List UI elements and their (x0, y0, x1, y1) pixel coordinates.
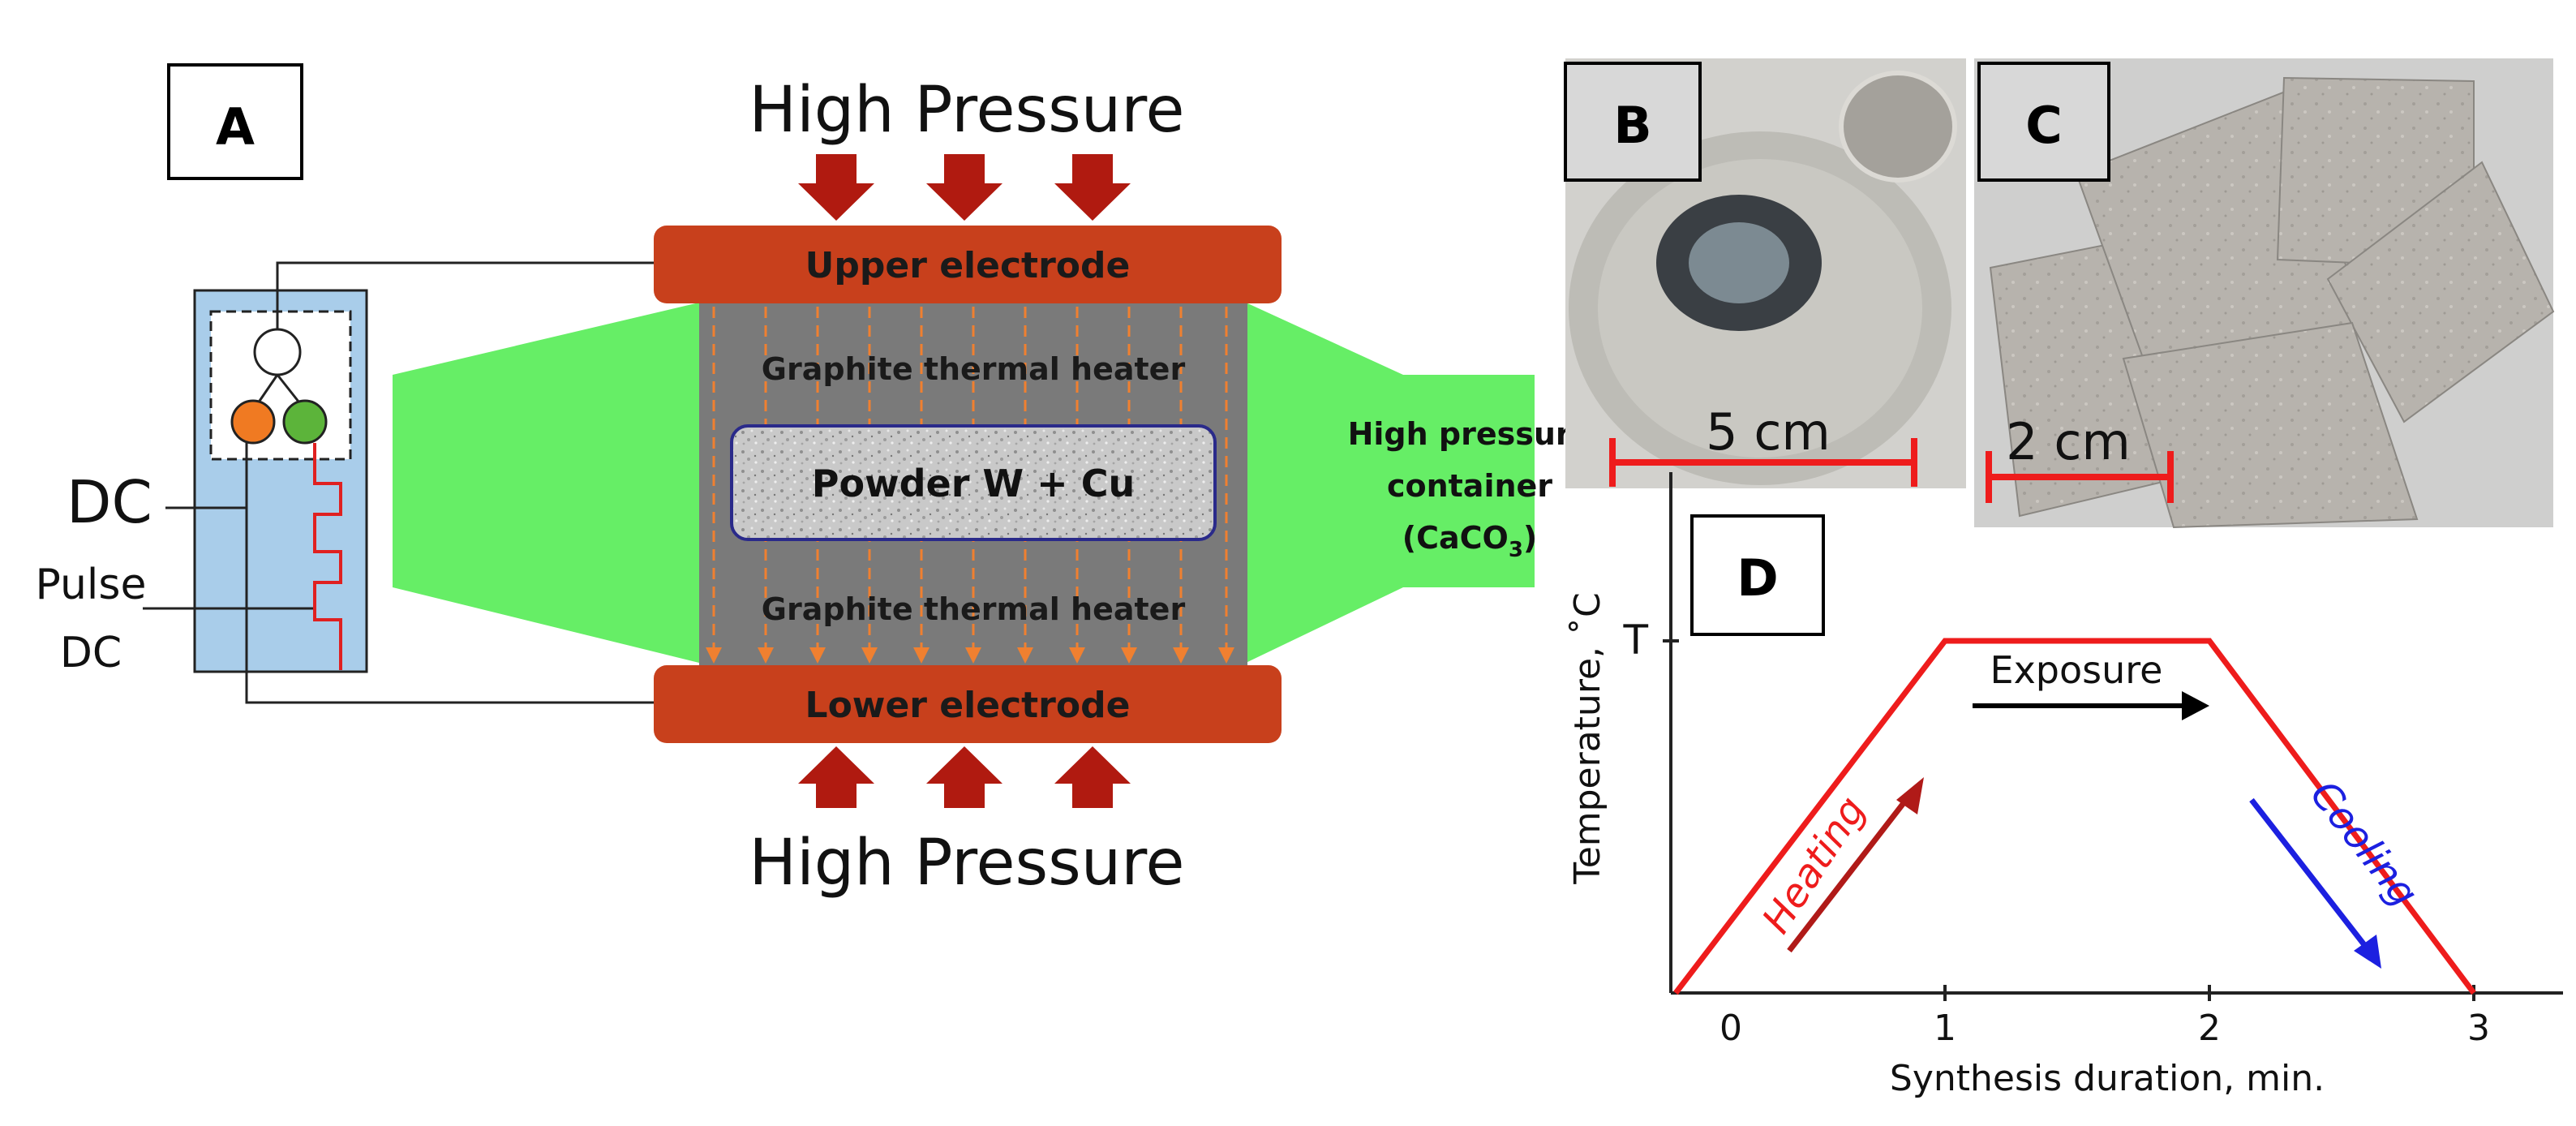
sintered-disk (1839, 71, 1957, 183)
dc-label: DC (67, 468, 152, 536)
panel-c: C 2 cm (1974, 58, 2555, 529)
flow-arrowheads (706, 647, 1234, 664)
tick-1: 1 (1934, 1008, 1956, 1049)
tick-2: 2 (2198, 1008, 2221, 1049)
dc-node (230, 399, 276, 445)
panel-a: A (36, 63, 1592, 900)
powder-sample (730, 424, 1217, 541)
exposure-arrowhead (2182, 691, 2209, 720)
pulse-node (282, 399, 328, 445)
tick-0: 0 (1719, 1008, 1742, 1049)
x-axis-label: Synthesis duration, min. (1890, 1058, 2325, 1099)
scale-label-c: 2 cm (2006, 412, 2131, 471)
panel-d: D T 0 1 2 3 Synthesis duration, min. Tem… (1567, 472, 2563, 1099)
panel-a-label-box (167, 63, 303, 180)
cooling-label: Cooling (2301, 772, 2427, 915)
dc-wire (245, 443, 654, 704)
temperature-profile (1673, 638, 2476, 995)
heating-arrowhead (1896, 777, 1924, 814)
tick-3: 3 (2467, 1008, 2490, 1049)
panel-b: B 5 cm (1564, 58, 1966, 488)
top-pressure-label: High Pressure (749, 74, 1184, 147)
panel-a-label: A (216, 97, 255, 157)
pressure-arrows-top (798, 154, 1131, 221)
container-label-line3: (CaCO3) (1402, 520, 1538, 562)
pulse-label-line2: DC (60, 629, 122, 677)
container-label-line1: High pressure (1348, 416, 1592, 452)
metal-plate-4 (2326, 161, 2555, 423)
pressure-arrows-bottom (798, 746, 1131, 808)
pulse-wire (313, 443, 342, 670)
powder-label: Powder W + Cu (812, 462, 1135, 505)
panel-c-label: C (2025, 96, 2063, 155)
top-wire (276, 261, 654, 329)
container-label-line2: container (1387, 468, 1552, 504)
panel-b-label-box (1564, 62, 1702, 182)
upper-electrode (654, 226, 1282, 303)
upper-electrode-label: Upper electrode (805, 245, 1131, 286)
lower-electrode-label: Lower electrode (805, 685, 1131, 726)
cooling-arrowhead (2354, 935, 2381, 969)
switch-node-top (253, 328, 302, 376)
graphite-ring-hole (1689, 222, 1789, 303)
bottom-pressure-label: High Pressure (749, 827, 1184, 900)
high-pressure-container-right (1244, 302, 1535, 664)
cooling-arrow (2249, 797, 2368, 948)
lower-electrode (654, 665, 1282, 743)
panel-d-label-box (1690, 514, 1825, 636)
high-pressure-container (393, 302, 702, 664)
heater-top-label: Graphite thermal heater (762, 351, 1186, 387)
panel-c-label-box (1977, 62, 2110, 182)
metal-plate-5 (2122, 321, 2419, 529)
pulse-label-line1: Pulse (36, 561, 147, 609)
t-label: T (1622, 617, 1648, 664)
panel-b-label: B (1613, 96, 1651, 155)
heater-bottom-label: Graphite thermal heater (762, 591, 1186, 627)
y-axis-label: Temperature, ˚C (1567, 592, 1608, 884)
scale-label-b: 5 cm (1706, 402, 1831, 462)
panel-d-label: D (1737, 548, 1778, 608)
exposure-label: Exposure (1990, 648, 2163, 692)
heating-arrow (1787, 797, 1908, 953)
